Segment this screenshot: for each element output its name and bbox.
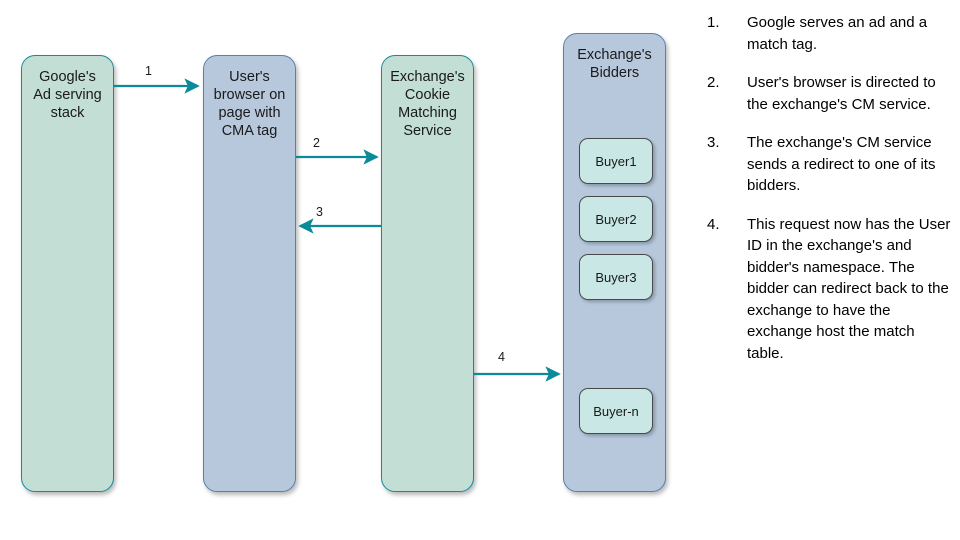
lane-cms-label: Exchange's Cookie Matching Service [390,69,465,139]
lane-user-browser: User's browser on page with CMA tag [203,55,296,492]
step-number: 4. [707,215,720,233]
list-item: 2. User's browser is directed to the exc… [707,72,952,115]
lane-google-label: Google's Ad serving stack [33,69,102,121]
buyer-box: Buyer-n [579,388,653,434]
step-number: 3. [707,134,720,151]
list-item: 1. Google serves an ad and a match tag. [707,12,952,55]
step-list: 1. Google serves an ad and a match tag. … [707,12,952,381]
step-text: This request now has the User ID in the … [747,215,951,362]
buyer-label: Buyer-n [593,403,639,419]
buyer-label: Buyer2 [595,211,637,227]
step-text: The exchange's CM service sends a redire… [747,134,936,194]
lane-exchange-bidders: Exchange's Bidders Buyer1 Buyer2 Buyer3 … [563,33,666,492]
list-item: 4. This request now has the User ID in t… [707,214,952,365]
step-number: 1. [707,14,720,31]
step-number: 2. [707,74,720,91]
arrow-label-2: 2 [313,136,320,150]
arrow-label-3: 3 [316,205,323,219]
arrow-label-1: 1 [145,64,152,78]
lane-browser-label: User's browser on page with CMA tag [213,69,286,139]
step-text: Google serves an ad and a match tag. [747,14,928,53]
buyer-box: Buyer3 [579,254,653,300]
lane-google-ad-serving-stack: Google's Ad serving stack [21,55,114,492]
arrow-label-4: 4 [498,350,505,364]
step-text: User's browser is directed to the exchan… [747,74,936,113]
lane-bidders-label: Exchange's Bidders [577,47,652,81]
buyer-box: Buyer1 [579,138,653,184]
buyer-label: Buyer3 [595,269,637,285]
buyer-box: Buyer2 [579,196,653,242]
lane-exchange-cookie-matching-service: Exchange's Cookie Matching Service [381,55,474,492]
list-item: 3. The exchange's CM service sends a red… [707,132,952,197]
buyer-label: Buyer1 [595,153,637,169]
